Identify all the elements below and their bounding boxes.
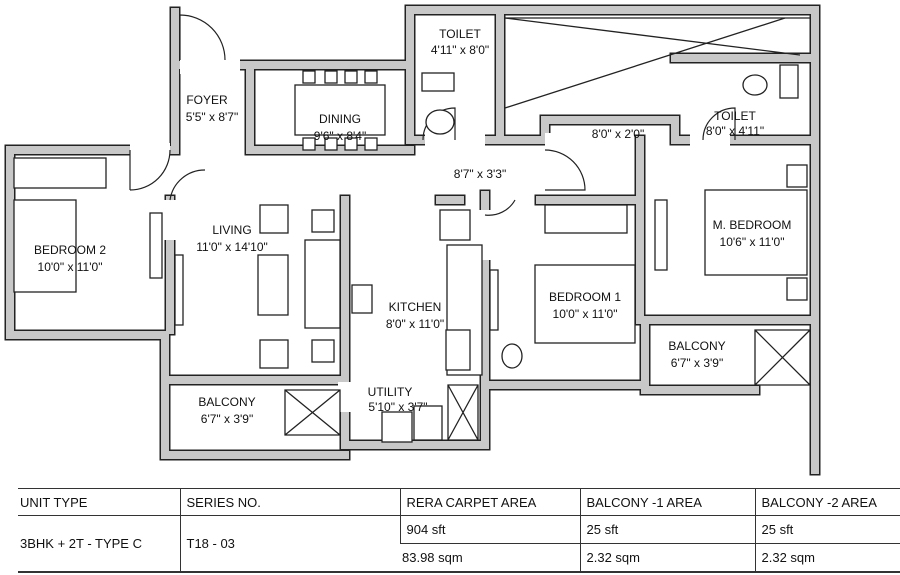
header-series-no: SERIES NO. [179,488,400,516]
carpet-area-sqm: 83.98 sqm [400,543,580,572]
dining-size: 9'6" x 8'4" [314,129,366,143]
living-label: LIVING [212,223,251,237]
foyer-label: FOYER [186,93,228,107]
duct-shaft [504,17,810,109]
toilet1-label: TOILET [439,27,481,41]
kitchen-size: 8'0" x 11'0" [386,317,444,331]
bedroom2-size: 10'0" x 11'0" [38,260,103,274]
header-carpet-area: RERA CARPET AREA [399,488,580,516]
walls [4,4,821,476]
kitchen-label: KITCHEN [389,300,442,314]
balcony1-area-sft: 25 sft [579,515,755,544]
area-spec-table: UNIT TYPE SERIES NO. RERA CARPET AREA BA… [18,488,900,573]
doors [129,14,736,216]
toilet2-label: TOILET [714,109,756,123]
header-unit-type: UNIT TYPE [18,488,180,516]
table-header-row: UNIT TYPE SERIES NO. RERA CARPET AREA BA… [18,488,900,516]
utility-size: 5'10" x 3'7" [368,400,427,414]
series-no-value: T18 - 03 [179,515,400,572]
unit-type-value: 3BHK + 2T - TYPE C [20,536,142,551]
foyer-size: 5'5" x 8'7" [186,110,238,124]
utility-label: UTILITY [368,385,413,399]
table-row: 3BHK + 2T - TYPE C T18 - 03 904 sft 25 s… [18,515,900,572]
dining-label: DINING [319,112,361,126]
balcony1-size: 6'7" x 3'9" [201,412,253,426]
store-size: 8'0" x 2'0" [592,127,644,141]
balcony2-label: BALCONY [668,339,725,353]
bedroom2-label: BEDROOM 2 [34,243,106,257]
room-labels: FOYER 5'5" x 8'7" DINING 9'6" x 8'4" TOI… [34,27,791,426]
master-bedroom-label: M. BEDROOM [713,218,792,232]
header-balcony1-area: BALCONY -1 AREA [579,488,755,516]
balcony2-area-sft: 25 sft [754,515,900,544]
toilet2-size: 8'0" x 4'11" [706,124,764,138]
furniture [13,64,811,443]
bedroom1-size: 10'0" x 11'0" [553,307,618,321]
bedroom1-label: BEDROOM 1 [549,290,621,304]
master-bedroom-size: 10'6" x 11'0" [720,235,785,249]
table-row: 83.98 sqm 2.32 sqm 2.32 sqm [18,543,900,572]
floor-plan: FOYER 5'5" x 8'7" DINING 9'6" x 8'4" TOI… [4,4,821,476]
balcony1-label: BALCONY [198,395,255,409]
balcony1-area-sqm: 2.32 sqm [579,543,755,572]
balcony2-area-sqm: 2.32 sqm [754,543,900,572]
carpet-area-sft: 904 sft [399,515,580,544]
toilet1-size: 4'11" x 8'0" [431,43,489,57]
balcony2-size: 6'7" x 3'9" [671,356,723,370]
passage-size: 8'7" x 3'3" [454,167,506,181]
header-balcony2-area: BALCONY -2 AREA [754,488,900,516]
living-size: 11'0" x 14'10" [196,240,268,254]
